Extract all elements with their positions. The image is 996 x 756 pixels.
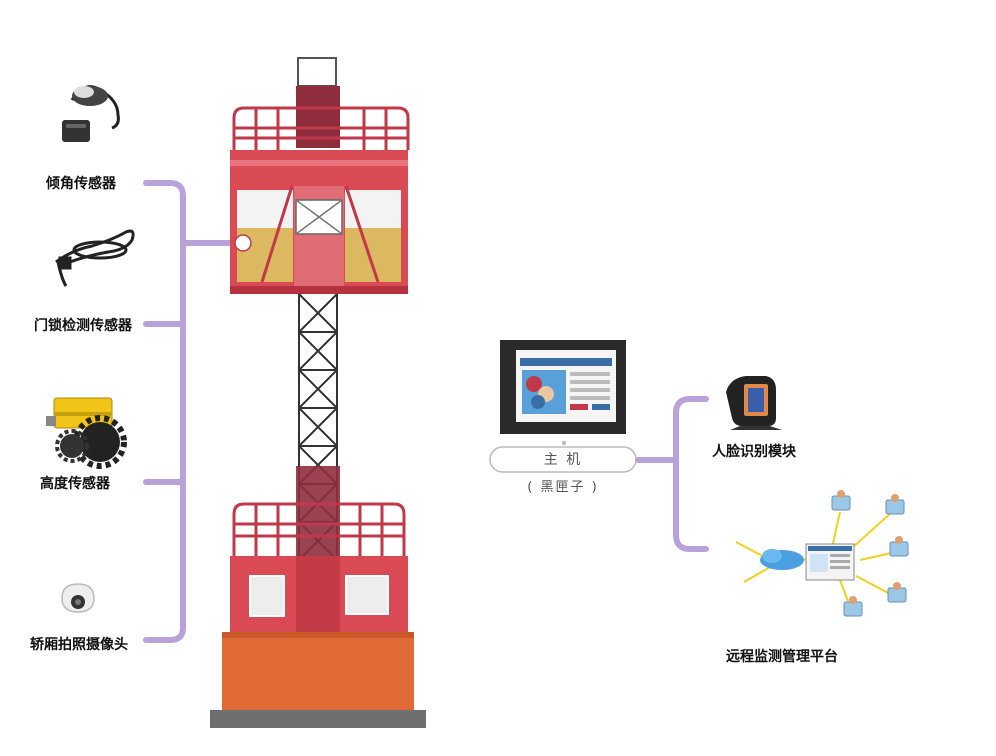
sensor-connector-bracket xyxy=(143,180,241,643)
door-lock-sensor-icon xyxy=(55,229,135,287)
host-subtitle: ( 黑匣子 ) xyxy=(527,480,599,495)
camera-label: 轿厢拍照摄像头 xyxy=(30,637,128,653)
door-lock-sensor-label: 门锁检测传感器 xyxy=(34,318,132,334)
module-connector-bracket xyxy=(635,396,709,552)
tilt-sensor-icon xyxy=(62,85,120,142)
height-sensor-icon xyxy=(46,397,127,469)
face-recognition-icon xyxy=(726,376,782,430)
camera-icon xyxy=(61,583,95,613)
tilt-sensor-label: 倾角传感器 xyxy=(46,176,116,192)
host-device-screen xyxy=(500,340,626,434)
host-title: 主 机 xyxy=(543,452,583,468)
construction-hoist xyxy=(210,57,426,728)
remote-platform-label: 远程监测管理平台 xyxy=(726,649,838,665)
height-sensor-label: 高度传感器 xyxy=(40,476,110,492)
remote-platform-network-icon xyxy=(735,490,909,617)
face-module-label: 人脸识别模块 xyxy=(712,444,796,460)
